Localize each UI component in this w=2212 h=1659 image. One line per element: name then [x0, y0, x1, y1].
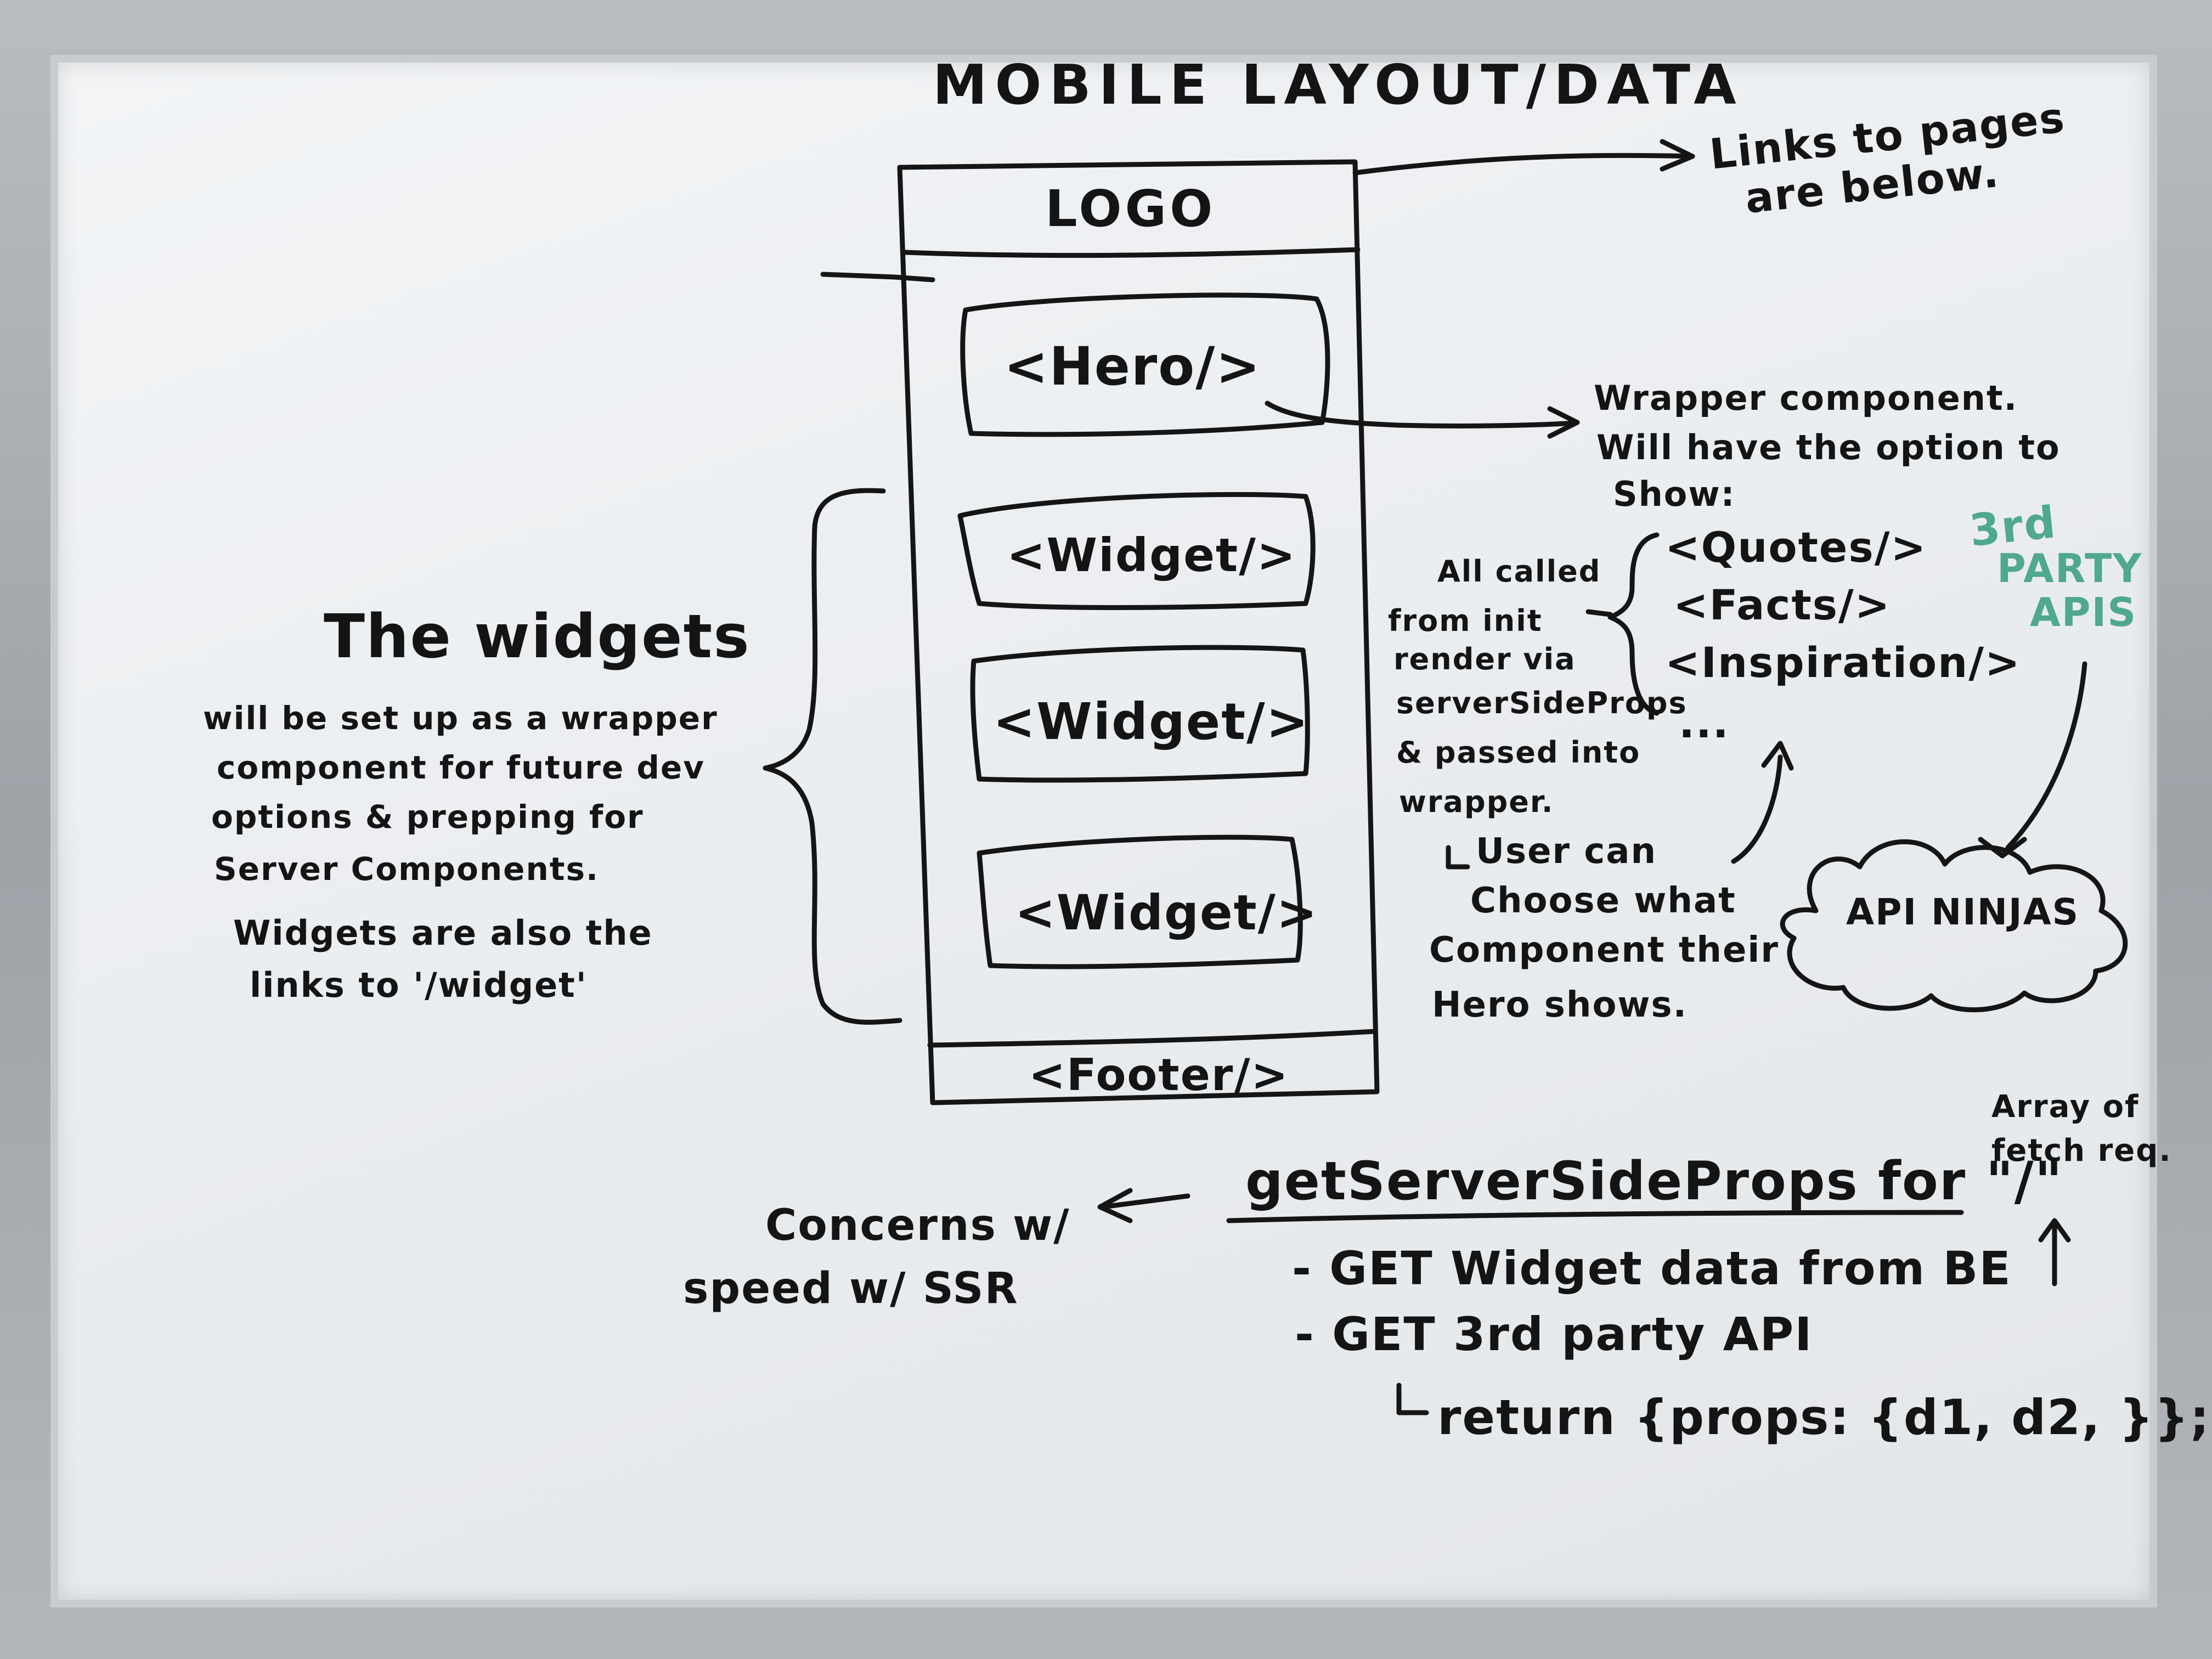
third-party-line-3: APIS	[2030, 589, 2137, 635]
widget-label-1: <Widget/>	[1007, 528, 1297, 582]
ssp-item-3: return {props: {d1, d2, }};	[1437, 1389, 2210, 1446]
hero-box	[960, 292, 1330, 437]
ssp-heading: getServerSideProps for "/"	[1245, 1150, 2063, 1212]
return-hook	[1396, 1383, 1429, 1415]
third-party-arrowhead	[1978, 837, 2027, 859]
option-inspiration: <Inspiration/>	[1665, 638, 2021, 687]
called-note-line-6: wrapper.	[1399, 785, 1554, 819]
third-party-arrow	[2005, 661, 2087, 850]
called-note-line-3: render via	[1393, 642, 1576, 676]
whiteboard	[50, 55, 2157, 1607]
logo-arrowhead	[1660, 139, 1695, 172]
concerns-line-1: Concerns w/	[765, 1201, 1070, 1250]
footer-component-label: <Footer/>	[1029, 1049, 1289, 1101]
hero-arrow	[1265, 400, 1579, 428]
options-brace	[1607, 532, 1660, 716]
called-note-line-2: from init	[1388, 603, 1543, 638]
widget-box-3	[977, 834, 1303, 969]
hero-arrowhead	[1547, 406, 1580, 439]
widget-label-2: <Widget/>	[993, 692, 1310, 751]
called-arrow	[1585, 609, 1613, 617]
widgets-text-line-1: will be set up as a wrapper	[203, 699, 718, 737]
widgets-brace	[763, 488, 902, 1025]
user-note-line-2: Choose what	[1470, 881, 1736, 921]
concerns-arrow	[1100, 1193, 1190, 1210]
third-party-line-2: PARTY	[1997, 545, 2143, 591]
logo-label: LOGO	[1045, 179, 1216, 238]
side-tick	[820, 272, 935, 283]
widgets-heading: The widgets	[324, 601, 751, 672]
diagram-title: MOBILE LAYOUT/DATA	[933, 53, 1744, 117]
api-ninjas-label: API NINJAS	[1846, 891, 2080, 933]
user-note-line-4: Hero shows.	[1432, 985, 1688, 1025]
widgets-text-line-6: links to '/widget'	[250, 965, 588, 1005]
concerns-arrowhead	[1097, 1188, 1133, 1223]
ssp-item-1: - GET Widget data from BE	[1292, 1242, 2012, 1295]
widgets-text-line-3: options & prepping for	[211, 798, 644, 836]
concerns-line-2: speed w/ SSR	[683, 1264, 1019, 1313]
wrapper-note-line-3: Show:	[1613, 474, 1736, 514]
widgets-text-line-2: component for future dev	[217, 749, 706, 786]
footer-divider	[927, 1029, 1377, 1048]
widgets-text-line-5: Widgets are also the	[233, 913, 653, 953]
logo-divider	[902, 247, 1361, 258]
widget-box-2	[970, 645, 1310, 783]
called-note-line-4: serverSideProps	[1396, 686, 1688, 720]
user-note-line-1: User can	[1476, 831, 1657, 872]
option-quotes: <Quotes/>	[1665, 523, 1927, 572]
user-arrow	[1731, 754, 1783, 864]
widgets-text-line-4: Server Components.	[214, 850, 600, 888]
ssp-item-2: - GET 3rd party API	[1295, 1307, 1813, 1361]
api-cloud	[1780, 839, 2128, 1013]
ssp-underline	[1226, 1210, 1964, 1223]
hero-component-label: <Hero/>	[1004, 336, 1261, 397]
user-note-line-3: Component their	[1429, 930, 1779, 970]
array-arrowhead	[2038, 1218, 2071, 1243]
option-facts: <Facts/>	[1673, 580, 1891, 629]
widget-box-1	[957, 492, 1316, 610]
array-note-line-1: Array of	[1991, 1089, 2140, 1125]
wrapper-note-line-2: Will have the option to	[1596, 427, 2061, 467]
user-arrowhead	[1761, 741, 1794, 771]
logo-arrow	[1352, 153, 1695, 176]
user-hook	[1446, 845, 1470, 870]
phone-outline	[897, 159, 1380, 1105]
called-note-line-5: & passed into	[1396, 735, 1641, 770]
wrapper-note-line-1: Wrapper component.	[1594, 378, 2018, 418]
called-note-line-1: All called	[1437, 554, 1601, 589]
array-note-line-2: fetch req.	[1991, 1133, 2172, 1169]
widget-label-3: <Widget/>	[1015, 884, 1318, 941]
option-ellipsis: ...	[1679, 698, 1730, 747]
